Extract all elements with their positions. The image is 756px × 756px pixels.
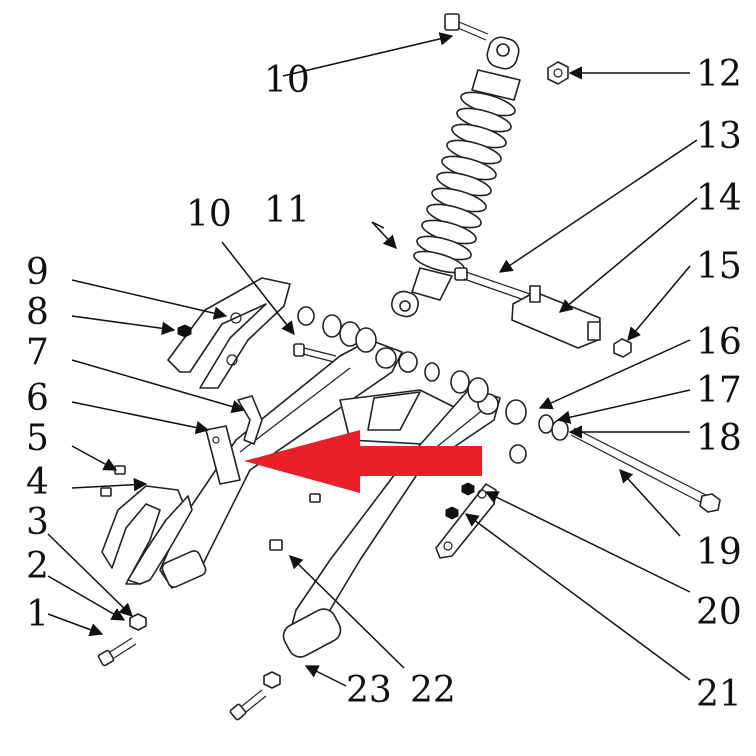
shock-absorber <box>391 36 521 318</box>
red-arrow-shape <box>244 430 482 493</box>
callout-6: 6 <box>26 378 49 419</box>
callout-7: 7 <box>26 332 49 373</box>
callout-23: 23 <box>346 670 392 711</box>
upper-bracket <box>167 277 291 389</box>
bolt-8 <box>177 324 192 338</box>
chain-slider <box>435 482 497 559</box>
callout-11: 11 <box>264 190 310 231</box>
callout-12: 12 <box>696 54 742 95</box>
highlight-arrow <box>244 430 482 493</box>
callout-15: 15 <box>696 246 742 287</box>
callout-labels: 10 12 13 14 15 16 17 18 19 20 21 22 23 1… <box>26 54 742 715</box>
lower-bracket <box>101 485 193 585</box>
callout-22: 22 <box>410 670 456 711</box>
callout-5: 5 <box>26 418 49 459</box>
upper-bushings <box>297 306 489 403</box>
callout-3: 3 <box>26 502 49 543</box>
plate-6 <box>205 425 241 485</box>
callout-20: 20 <box>696 592 742 633</box>
callout-8: 8 <box>26 292 49 333</box>
nut-2-3 <box>97 613 147 667</box>
small-bolts <box>100 465 321 551</box>
callout-18: 18 <box>696 418 742 459</box>
callout-1: 1 <box>26 594 49 635</box>
axle-19 <box>570 427 721 513</box>
callout-19: 19 <box>696 532 742 573</box>
top-nut <box>547 61 569 85</box>
lower-bolt <box>293 343 337 363</box>
leader-lines <box>47 32 698 687</box>
bolt-23 <box>229 671 281 721</box>
parts-drawing <box>97 13 721 721</box>
callout-17: 17 <box>696 370 742 411</box>
callout-10-top: 10 <box>264 60 310 101</box>
callout-4: 4 <box>26 462 49 503</box>
callout-13: 13 <box>696 116 742 157</box>
callout-2: 2 <box>26 546 49 587</box>
callout-14: 14 <box>696 178 742 219</box>
top-bolt <box>444 13 489 41</box>
callout-10-mid: 10 <box>186 194 232 235</box>
callout-21: 21 <box>696 674 742 715</box>
callout-9: 9 <box>26 252 49 293</box>
right-bushings <box>505 399 569 464</box>
spring-coils <box>413 91 516 274</box>
callout-16: 16 <box>696 322 742 363</box>
swing-arm <box>159 339 501 658</box>
pin-assembly <box>454 267 632 358</box>
